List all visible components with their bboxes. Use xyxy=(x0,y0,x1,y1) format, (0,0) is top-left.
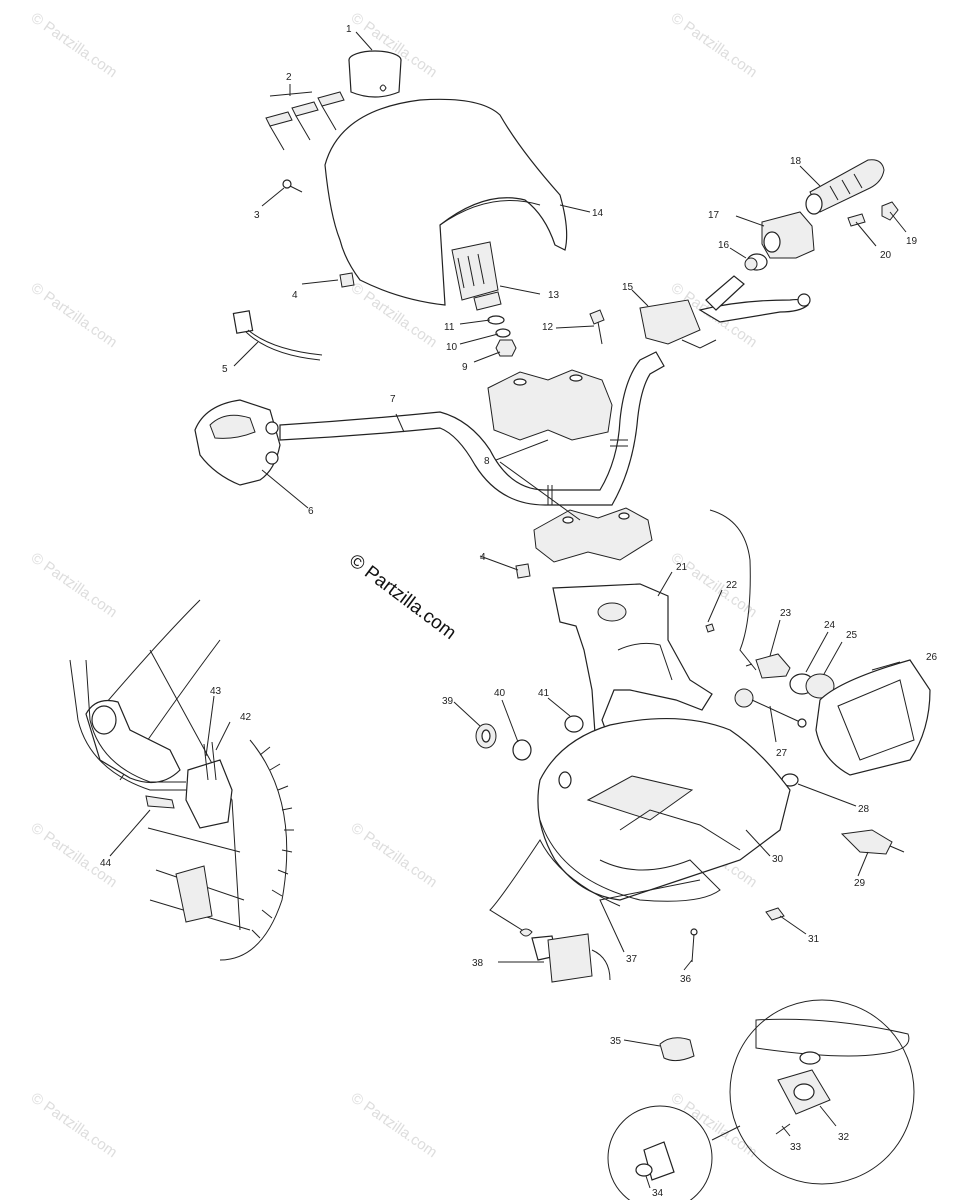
watermark: © Partzilla.com xyxy=(28,279,121,351)
callout-1: 1 xyxy=(346,24,352,35)
clip-part-2 xyxy=(515,563,531,579)
callout-32: 32 xyxy=(838,1132,850,1143)
screw-part xyxy=(282,179,303,193)
adjuster-part xyxy=(734,688,807,728)
screw-36-part xyxy=(690,928,698,963)
callout-27: 27 xyxy=(776,748,788,759)
watermark: © Partzilla.com xyxy=(28,819,121,891)
connector-part xyxy=(232,310,323,361)
callout-28: 28 xyxy=(858,804,870,815)
callout-39: 39 xyxy=(442,696,454,707)
bolt-part xyxy=(589,309,605,345)
callout-30: 30 xyxy=(772,854,784,865)
callout-4-lower: 4 xyxy=(480,552,486,563)
throttle-housing-part xyxy=(194,399,281,486)
callout-33: 33 xyxy=(790,1142,802,1153)
callout-5: 5 xyxy=(222,364,228,375)
callout-15: 15 xyxy=(622,282,634,293)
watermark: © Partzilla.com xyxy=(28,549,121,621)
grip-part xyxy=(805,159,885,215)
callout-21: 21 xyxy=(676,562,688,573)
callout-24: 24 xyxy=(824,620,836,631)
callout-34: 34 xyxy=(652,1188,664,1199)
grommet-41-part xyxy=(564,715,584,733)
screw-20-part xyxy=(847,213,866,227)
upper-clamp-part xyxy=(487,369,613,441)
brake-detail-part xyxy=(69,599,294,961)
callout-35: 35 xyxy=(610,1036,622,1047)
callout-18: 18 xyxy=(790,156,802,167)
callout-2: 2 xyxy=(286,72,292,83)
callout-43: 43 xyxy=(210,686,222,697)
inner-bracket-part xyxy=(451,241,502,311)
right-switch-housing-part xyxy=(761,211,815,259)
clamp-part xyxy=(659,1037,695,1062)
brake-lever-part xyxy=(639,275,811,349)
watermark: © Partzilla.com xyxy=(668,9,761,81)
throttle-boss-part xyxy=(744,253,768,271)
callout-12: 12 xyxy=(542,322,554,333)
cap-part xyxy=(348,50,402,98)
clip-part xyxy=(339,272,355,288)
callout-29: 29 xyxy=(854,878,866,889)
callout-36: 36 xyxy=(680,974,692,985)
callout-42: 42 xyxy=(240,712,252,723)
knob-39-part xyxy=(475,723,497,749)
retainer-part xyxy=(805,673,835,699)
headlight-part xyxy=(815,659,931,776)
callout-23: 23 xyxy=(780,608,792,619)
parts xyxy=(69,50,931,1200)
callout-14: 14 xyxy=(592,208,604,219)
switch-row-part xyxy=(265,91,345,151)
callout-7: 7 xyxy=(390,394,396,405)
callout-38: 38 xyxy=(472,958,484,969)
watermark: © Partzilla.com xyxy=(668,1089,761,1161)
callout-31: 31 xyxy=(808,934,820,945)
callout-41: 41 xyxy=(538,688,550,699)
callout-20: 20 xyxy=(880,250,892,261)
watermark: © Partzilla.com xyxy=(348,819,441,891)
watermark: © Partzilla.com xyxy=(348,1089,441,1161)
callout-26: 26 xyxy=(926,652,938,663)
callout-25: 25 xyxy=(846,630,858,641)
callout-11: 11 xyxy=(444,322,455,333)
callout-22: 22 xyxy=(726,580,738,591)
callout-19: 19 xyxy=(906,236,918,247)
callout-44: 44 xyxy=(100,858,112,869)
callout-37: 37 xyxy=(626,954,638,965)
callout-8: 8 xyxy=(484,456,490,467)
callout-3: 3 xyxy=(254,210,260,221)
callout-4: 4 xyxy=(292,290,298,301)
grommet-part xyxy=(512,739,532,761)
lower-clamp-part xyxy=(533,507,653,563)
watermark: © Partzilla.com xyxy=(28,9,121,81)
handlebar-part xyxy=(279,351,665,506)
callout-10: 10 xyxy=(446,342,458,353)
watermark: © Partzilla.com xyxy=(28,1089,121,1161)
nut-part xyxy=(765,907,785,921)
cable xyxy=(709,509,757,671)
end-cap-part xyxy=(881,201,899,221)
connector-29-part xyxy=(840,829,905,855)
headlight-pod-part xyxy=(324,98,568,306)
callout-labels: 1 2 3 4 5 6 7 8 9 10 11 12 13 14 15 16 1… xyxy=(100,24,938,1199)
lower-fairing-part xyxy=(537,717,791,902)
watermark: © Partzilla.com xyxy=(668,549,761,621)
bulb-socket-part xyxy=(745,653,791,679)
callout-9: 9 xyxy=(462,362,468,373)
copyright-text: © Partzilla.com xyxy=(345,550,460,644)
screw-22-part xyxy=(705,623,715,633)
leader-lines xyxy=(109,31,907,1189)
callout-6: 6 xyxy=(308,506,314,517)
mounting-bracket-part xyxy=(552,583,713,759)
ignition-switch-part xyxy=(519,928,611,983)
callout-17: 17 xyxy=(708,210,720,221)
callout-16: 16 xyxy=(718,240,730,251)
detail-inset xyxy=(607,999,915,1200)
callout-40: 40 xyxy=(494,688,506,699)
callout-13: 13 xyxy=(548,290,560,301)
